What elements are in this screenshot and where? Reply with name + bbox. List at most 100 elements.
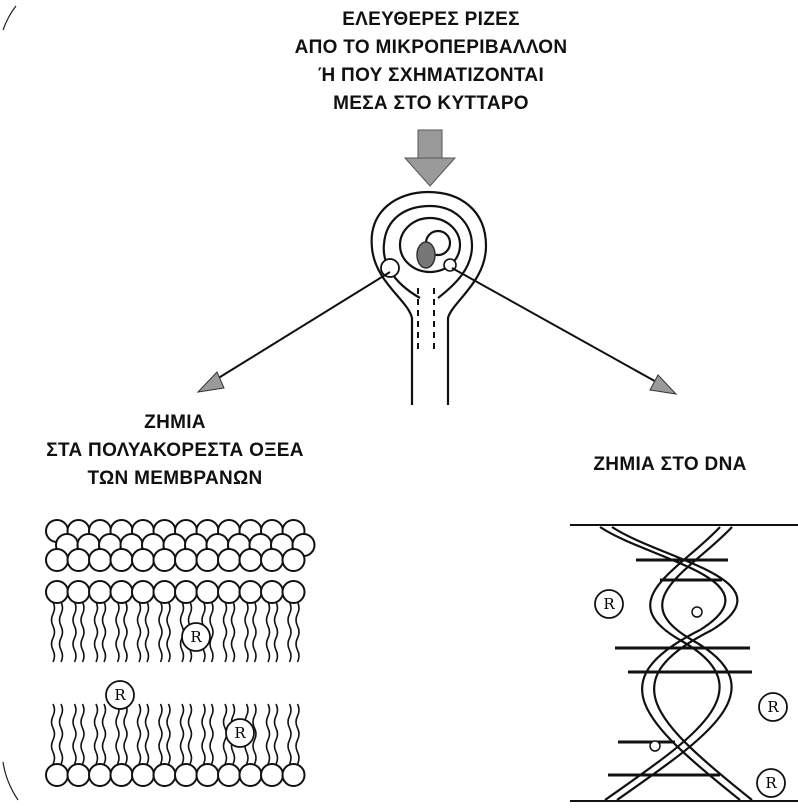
lipid-tail xyxy=(124,704,127,764)
lipid-head xyxy=(197,581,219,603)
lipid-tail xyxy=(232,602,235,662)
lipid-head xyxy=(89,549,111,571)
radical-symbol: R xyxy=(765,774,777,792)
lipid-tail xyxy=(124,602,127,662)
lipid-tail xyxy=(81,704,84,764)
lipid-head xyxy=(175,581,197,603)
lipid-head xyxy=(197,549,219,571)
lipid-tail xyxy=(116,602,119,662)
radical-symbol: R xyxy=(603,595,615,613)
title-line-2: ΑΠΟ ΤΟ ΜΙΚΡΟΠΕΡΙΒΑΛΛΟΝ xyxy=(236,34,626,62)
cell-illustration xyxy=(372,192,486,405)
lipid-head xyxy=(240,549,262,571)
lipid-head xyxy=(261,549,283,571)
title-block: ΕΛΕΥΘΕΡΕΣ ΡΙΖΕΣ ΑΠΟ ΤΟ ΜΙΚΡΟΠΕΡΙΒΑΛΛΟΝ Ή… xyxy=(236,6,626,118)
lipid-head xyxy=(111,764,133,786)
lipid-tail xyxy=(116,704,119,764)
radical-symbol: R xyxy=(234,724,246,742)
free-radical-membrane-left: R xyxy=(106,681,134,709)
free-radical-membrane-top: R xyxy=(182,623,210,651)
lipid-head xyxy=(89,581,111,603)
lipid-tail xyxy=(159,704,162,764)
lipid-head xyxy=(89,764,111,786)
lipid-head xyxy=(46,581,68,603)
radical-symbol: R xyxy=(114,686,126,704)
dna-label-text: ΖΗΜΙΑ ΣΤΟ DNA xyxy=(560,451,780,479)
lipid-head xyxy=(154,764,176,786)
membrane-label-line-1: ΖΗΜΙΑ xyxy=(0,409,350,437)
lipid-membrane xyxy=(46,520,315,786)
lipid-tail xyxy=(73,704,76,764)
lipid-tail xyxy=(181,704,184,764)
lipid-tail xyxy=(210,704,213,764)
lipid-tail xyxy=(202,704,205,764)
lipid-tail xyxy=(253,602,256,662)
lipid-head xyxy=(132,581,154,603)
radical-symbol: R xyxy=(767,698,779,716)
lipid-head xyxy=(154,549,176,571)
lipid-head xyxy=(46,549,68,571)
corner-mark-top-left xyxy=(3,6,16,30)
title-line-1: ΕΛΕΥΘΕΡΕΣ ΡΙΖΕΣ xyxy=(236,6,626,34)
dna-damage-point-lower xyxy=(650,741,660,751)
lipid-head xyxy=(175,549,197,571)
free-radical-dna-right: R xyxy=(759,693,787,721)
lipid-tail xyxy=(288,704,291,764)
cell-outer-membrane xyxy=(372,192,486,405)
lipid-head xyxy=(175,764,197,786)
lipid-tail xyxy=(275,704,278,764)
lipid-head xyxy=(68,764,90,786)
dna-helix xyxy=(570,525,798,801)
free-radical-dna-left: R xyxy=(595,590,623,618)
dna-damage-point-upper xyxy=(692,607,702,617)
lipid-tail xyxy=(296,704,299,764)
lipid-tail xyxy=(103,704,106,764)
lipid-head xyxy=(261,764,283,786)
lipid-tail xyxy=(210,602,213,662)
lipid-head xyxy=(240,581,262,603)
lipid-tail xyxy=(95,704,98,764)
cell-radical-left xyxy=(381,259,399,277)
dna-damage-label: ΖΗΜΙΑ ΣΤΟ DNA xyxy=(560,451,780,479)
corner-mark-bottom-left xyxy=(3,762,18,800)
lipid-head xyxy=(154,581,176,603)
title-line-4: ΜΕΣΑ ΣΤΟ ΚΥΤΤΑΡΟ xyxy=(236,90,626,118)
lipid-tail xyxy=(103,602,106,662)
free-radical-membrane-right: R xyxy=(226,719,254,747)
lipid-tail xyxy=(138,602,141,662)
lipid-head xyxy=(283,764,305,786)
lipid-tail xyxy=(167,704,170,764)
lipid-tail xyxy=(73,602,76,662)
lipid-tail xyxy=(138,704,141,764)
lipid-tail xyxy=(267,602,270,662)
lipid-head xyxy=(132,549,154,571)
lipid-head xyxy=(132,764,154,786)
lipid-head xyxy=(240,764,262,786)
lipid-tail xyxy=(52,704,55,764)
arrow-to-dna xyxy=(452,268,676,394)
dna-strands xyxy=(600,527,752,800)
membrane-label-line-2: ΣΤΑ ΠΟΛΥΑΚΟΡΕΣΤΑ ΟΞΕΑ xyxy=(0,437,350,465)
lipid-head xyxy=(68,581,90,603)
lipid-tail xyxy=(288,602,291,662)
lipid-tail xyxy=(167,602,170,662)
lipid-head xyxy=(197,764,219,786)
lipid-head xyxy=(46,764,68,786)
arrow-to-membrane xyxy=(198,272,390,392)
membrane-damage-label: ΖΗΜΙΑ ΣΤΑ ΠΟΛΥΑΚΟΡΕΣΤΑ ΟΞΕΑ ΤΩΝ ΜΕΜΒΡΑΝΩ… xyxy=(0,409,350,493)
lipid-tail xyxy=(60,704,63,764)
lipid-tail xyxy=(267,704,270,764)
lipid-tail xyxy=(95,602,98,662)
radical-symbol: R xyxy=(190,628,202,646)
membrane-label-line-3: ΤΩΝ ΜΕΜΒΡΑΝΩΝ xyxy=(0,465,350,493)
lipid-head xyxy=(68,549,90,571)
lipid-tail xyxy=(296,602,299,662)
lipid-tail xyxy=(275,602,278,662)
lipid-tail xyxy=(159,602,162,662)
free-radical-dna-bottom: R xyxy=(757,769,785,797)
dna-base-pairs xyxy=(608,560,752,775)
lipid-head xyxy=(218,764,240,786)
lipid-tail xyxy=(60,602,63,662)
lipid-tail xyxy=(189,704,192,764)
